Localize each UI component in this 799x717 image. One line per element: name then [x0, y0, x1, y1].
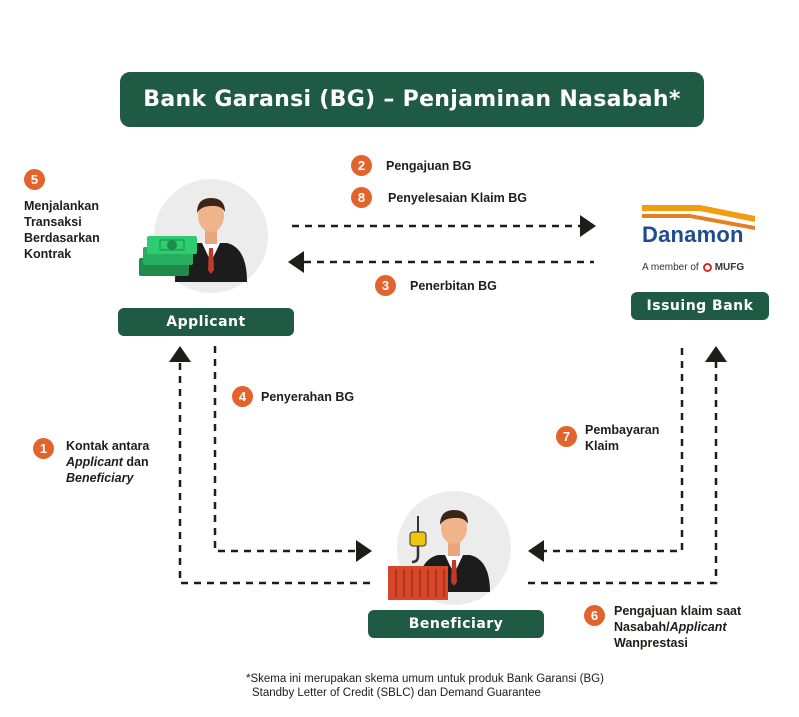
step-1-emphasis: Applicant	[66, 455, 123, 469]
step-5-line: Berdasarkan	[24, 231, 100, 245]
step-1-line: Applicant dan	[66, 454, 149, 470]
step-6-line: Pengajuan klaim saat	[614, 604, 742, 618]
mufg-ring-icon	[702, 263, 712, 272]
step-2-text: Pengajuan BG	[386, 158, 472, 173]
step-1-line: Kontak antara	[66, 439, 150, 453]
applicant-label-text: Applicant	[166, 314, 246, 330]
issuing-bank-label-text: Issuing Bank	[646, 298, 754, 314]
step-6-number: 6	[584, 605, 605, 626]
applicant-label: Applicant	[118, 308, 294, 336]
footnote: *Skema ini merupakan skema umum untuk pr…	[246, 672, 604, 700]
money-icon	[139, 236, 197, 276]
step-1-rest: dan	[122, 455, 149, 469]
step-2: 2 Pengajuan BG	[351, 155, 471, 176]
mufg-membership: A member of MUFG	[642, 262, 744, 273]
step-1-number: 1	[33, 438, 54, 459]
step-7-line: Pembayaran	[585, 423, 660, 437]
step-4-number: 4	[232, 386, 253, 407]
step-3-text: Penerbitan BG	[410, 278, 497, 293]
step-6-emphasis: Applicant	[669, 620, 727, 634]
arrow-applicant-to-bank	[292, 215, 596, 237]
step-7-line: Klaim	[585, 439, 620, 453]
step-5: 5 Menjalankan Transaksi Berdasarkan Kont…	[24, 169, 100, 262]
step-5-line: Menjalankan	[24, 199, 100, 213]
step-5-line: Transaksi	[24, 215, 82, 229]
crane-hook-icon	[409, 516, 427, 564]
page-title: Bank Garansi (BG) – Penjaminan Nasabah*	[143, 87, 681, 112]
step-1-emphasis: Beneficiary	[66, 471, 134, 485]
danamon-logo-stripes-icon	[642, 205, 755, 230]
step-3: 3 Penerbitan BG	[375, 275, 497, 296]
step-4-text: Penyerahan BG	[261, 389, 355, 404]
step-7: 7 Pembayaran Klaim	[556, 422, 659, 454]
title-banner: Bank Garansi (BG) – Penjaminan Nasabah*	[120, 72, 704, 127]
step-5-text: Menjalankan Transaksi Berdasarkan Kontra…	[24, 198, 100, 262]
danamon-logo: Danamon A member of MUFG	[632, 198, 762, 278]
step-8-text: Penyelesaian Klaim BG	[388, 190, 527, 205]
footnote-line: Standby Letter of Credit (SBLC) dan Dema…	[252, 687, 541, 699]
step-8: 8 Penyelesaian Klaim BG	[351, 187, 527, 208]
step-2-number: 2	[351, 155, 372, 176]
step-6: 6 Pengajuan klaim saat Nasabah/Applicant…	[584, 603, 741, 651]
step-6-text: Pengajuan klaim saat Nasabah/Applicant W…	[614, 603, 741, 651]
mufg-label: MUFG	[714, 262, 745, 273]
arrow-bank-to-applicant	[288, 251, 594, 273]
step-1-text: Kontak antara Applicant dan Beneficiary	[66, 438, 149, 486]
step-6-line: Wanprestasi	[614, 636, 688, 650]
member-prefix: A member of	[642, 262, 699, 273]
step-3-number: 3	[375, 275, 396, 296]
footnote-line: *Skema ini merupakan skema umum untuk pr…	[246, 673, 604, 685]
step-1: 1 Kontak antara Applicant dan Beneficiar…	[33, 438, 149, 486]
arrow-beneficiary-to-applicant	[169, 346, 370, 585]
arrow-applicant-to-beneficiary	[213, 346, 372, 562]
step-5-number: 5	[24, 169, 45, 190]
step-6-line: Nasabah/Applicant	[614, 619, 741, 635]
step-4: 4 Penyerahan BG	[232, 386, 354, 407]
arrow-beneficiary-to-bank	[528, 346, 727, 585]
step-7-number: 7	[556, 426, 577, 447]
step-1-line: Beneficiary	[66, 470, 149, 486]
arrow-bank-to-beneficiary	[528, 348, 684, 562]
logo-name: Danamon	[642, 222, 744, 247]
step-7-text: Pembayaran Klaim	[585, 422, 659, 454]
container-icon	[388, 566, 448, 600]
issuing-bank-label: Issuing Bank	[631, 292, 769, 320]
step-5-line: Kontrak	[24, 247, 72, 261]
step-6-part: Nasabah/	[614, 620, 670, 634]
beneficiary-label-text: Beneficiary	[408, 616, 504, 632]
beneficiary-label: Beneficiary	[368, 610, 544, 638]
step-8-number: 8	[351, 187, 372, 208]
